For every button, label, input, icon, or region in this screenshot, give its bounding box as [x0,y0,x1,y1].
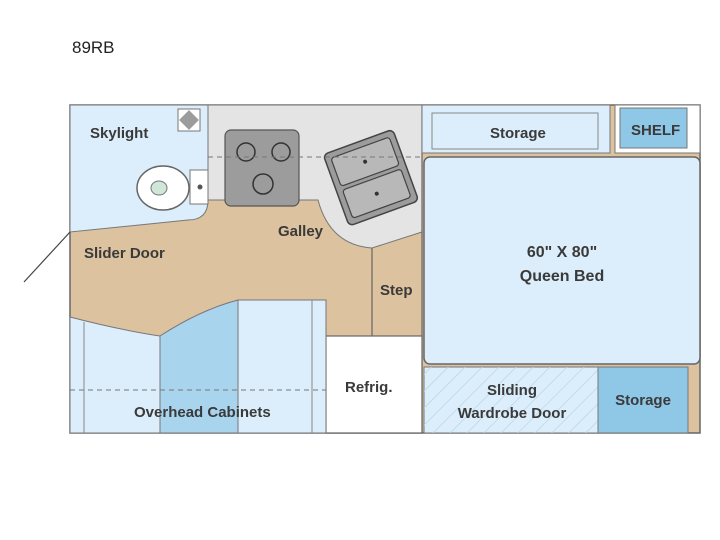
burner-2 [271,142,291,162]
skylight-label: Skylight [90,125,148,142]
wardrobe-label-line1: Sliding [487,382,537,399]
burner-1 [236,142,256,162]
burner-3 [252,173,274,195]
overhead-cabinets-label: Overhead Cabinets [134,404,271,421]
storage-top-inner [431,112,599,150]
toilet-bowl [150,180,168,196]
wardrobe-hatch [424,367,598,433]
shelf-inner [619,107,688,149]
wardrobe-label-line2: Wardrobe Door [458,405,567,422]
skylight-vent-inner [179,110,199,130]
slider-door-label: Slider Door [84,245,165,262]
bed-name-label: Queen Bed [520,268,604,285]
model-name: 89RB [72,38,115,57]
shelf-label: SHELF [631,122,680,139]
queen-bed [423,156,701,365]
toilet-flush [197,184,203,190]
bed-size-label: 60" X 80" [527,244,597,261]
sink [323,129,419,226]
storage-bottom [597,366,689,434]
storage-bottom-label: Storage [615,392,671,409]
step-label: Step [380,282,413,299]
galley-label: Galley [278,223,324,240]
storage-top-label: Storage [490,125,546,142]
refrig-label: Refrig. [345,379,393,396]
slider-door-line [23,231,71,283]
dinette-seat-right [237,299,327,434]
